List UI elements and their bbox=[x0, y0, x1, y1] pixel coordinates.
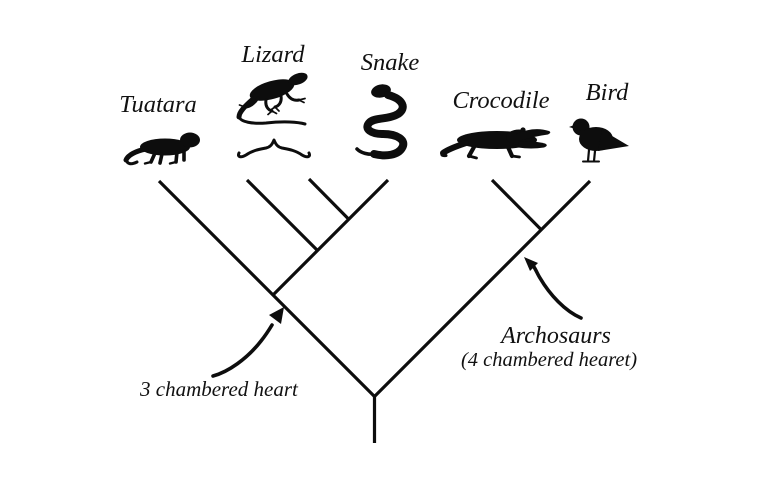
tree-branches bbox=[157, 177, 592, 443]
tuatara-icon bbox=[123, 132, 200, 166]
lizard-brace bbox=[237, 138, 311, 159]
branch-bird-to-root bbox=[373, 179, 592, 398]
lizard-icon bbox=[236, 72, 308, 126]
branch-snake-lineage bbox=[271, 178, 390, 297]
arrow-head bbox=[269, 307, 284, 324]
arrow-curve bbox=[532, 265, 583, 320]
branch-crocodile bbox=[490, 178, 543, 232]
taxon-label-snake: Snake bbox=[361, 49, 420, 76]
three-chambered-heart-arrow bbox=[211, 307, 284, 378]
arrow-head bbox=[524, 257, 538, 271]
branch-lizard-2 bbox=[307, 177, 350, 221]
bird-icon bbox=[569, 118, 629, 163]
taxon-label-tuatara: Tuatara bbox=[119, 91, 197, 118]
branch-lizard-1 bbox=[245, 178, 319, 252]
taxon-label-lizard: Lizard bbox=[240, 41, 305, 68]
crocodile-icon bbox=[440, 127, 551, 160]
arrow-curve bbox=[211, 323, 274, 378]
snake-icon bbox=[355, 84, 408, 160]
taxon-label-bird: Bird bbox=[586, 79, 629, 106]
annotation-archosaurs-subtitle: (4 chambered hearet) bbox=[461, 349, 637, 371]
taxon-label-crocodile: Crocodile bbox=[452, 87, 549, 114]
branch-tuatara-to-root bbox=[157, 179, 376, 398]
annotation-three-chambered-heart: 3 chambered heart bbox=[139, 377, 299, 401]
archosaurs-arrow bbox=[524, 257, 583, 320]
annotation-archosaurs-title: Archosaurs bbox=[499, 323, 611, 349]
